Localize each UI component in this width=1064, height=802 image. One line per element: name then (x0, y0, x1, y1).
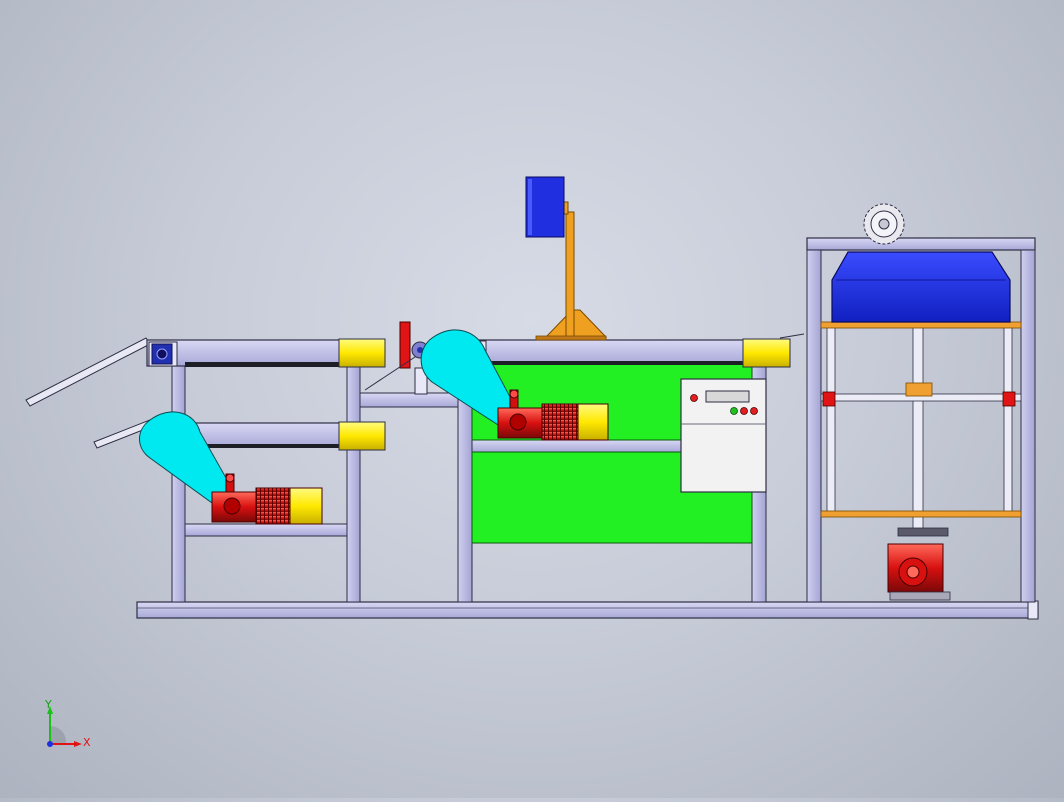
indicator-light-left (690, 394, 698, 402)
control-box (680, 378, 767, 493)
axis-triad: Y X (40, 698, 100, 756)
sensor-box (525, 176, 565, 238)
left-gear-motor (211, 473, 323, 525)
feed-chute-upper (25, 337, 151, 407)
middle-gear-motor (497, 389, 609, 441)
control-display (705, 390, 750, 403)
base-rail (136, 600, 1039, 620)
indicator-light-green (730, 407, 738, 415)
upper-conveyor (146, 338, 386, 368)
indicator-light-red-1 (740, 407, 748, 415)
press-guide-rods (826, 325, 1013, 535)
axis-triad-icon (47, 706, 82, 747)
press-frame (806, 237, 1036, 603)
gear-icon (863, 203, 905, 245)
cutter-blade (364, 321, 429, 391)
x-axis-label: X (83, 736, 91, 749)
indicator-light-red-2 (750, 407, 758, 415)
y-axis-label: Y (45, 698, 52, 711)
top-conveyor (473, 333, 805, 368)
press-plates (820, 321, 1022, 518)
bearing-block (151, 343, 173, 365)
lower-conveyor (184, 421, 386, 451)
press-motor (887, 527, 951, 601)
press-hood (831, 251, 1011, 323)
